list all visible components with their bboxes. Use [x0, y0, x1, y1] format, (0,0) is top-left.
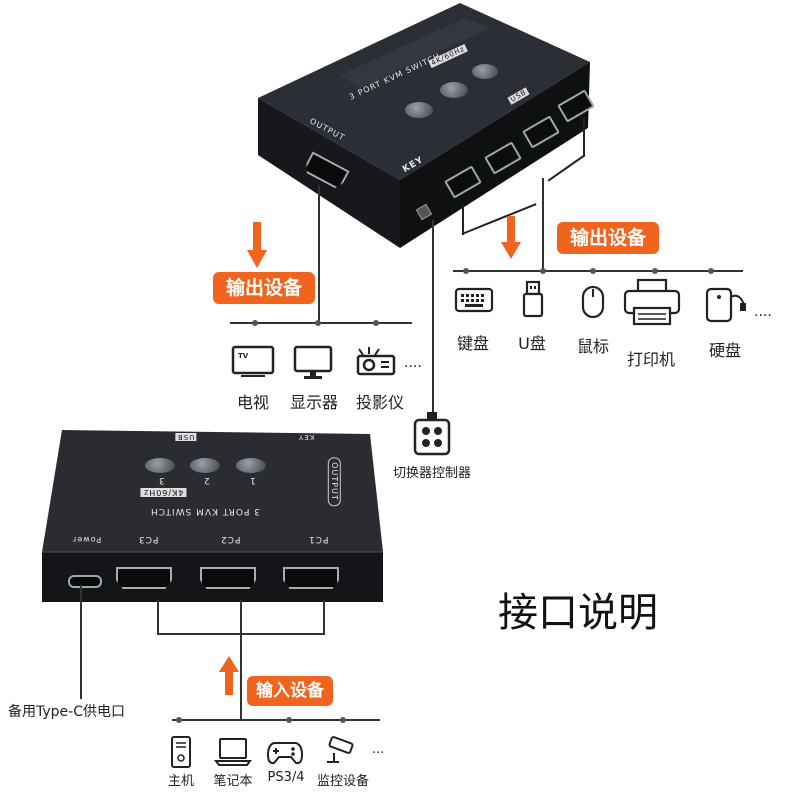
top-usb-bracket-left [462, 205, 464, 235]
bottom-title-label: 3 PORT KVM SWITCH [150, 506, 261, 516]
hard-drive-icon [705, 287, 746, 323]
bottom-usb-label: USB [175, 433, 197, 441]
top-button-1[interactable] [405, 102, 433, 118]
bottom-output-label: OUTPUT [327, 457, 341, 506]
projector-label: 投影仪 [355, 393, 404, 412]
laptop-icon [214, 738, 252, 766]
bottom-btn-num-2: 2 [203, 475, 210, 485]
input-bracket-right [323, 600, 325, 635]
bottom-hdmi-pc2 [200, 567, 256, 589]
usb-line-dot-5 [708, 268, 714, 274]
bottom-btn-num-3: 3 [158, 475, 165, 485]
pc-tower-icon [171, 736, 191, 768]
typec-power-label: 备用Type-C供电口 [8, 704, 125, 720]
usb-drive-label: U盘 [518, 334, 546, 353]
display-line-dot-3 [373, 320, 379, 326]
input-device-label: 输入设备 [247, 676, 333, 706]
orange-up-arrow [219, 656, 239, 695]
gamepad-label: PS3/4 [267, 770, 305, 785]
printer-icon [623, 278, 681, 326]
bottom-typec-port [68, 575, 102, 588]
bottom-pc3-label: PC3 [138, 534, 159, 544]
display-line-dot-2 [315, 320, 321, 326]
orange-down-arrow-left [247, 222, 267, 268]
typec-line [80, 585, 82, 699]
input-bracket-mid [240, 600, 242, 720]
bottom-pc1-label: PC1 [308, 534, 329, 544]
printer-label: 打印机 [626, 350, 675, 369]
usb-drive-icon [522, 280, 544, 318]
interface-description-title: 接口说明 [498, 590, 658, 636]
top-button-3[interactable] [472, 64, 498, 79]
input-line-dot-3 [340, 717, 346, 723]
bottom-pc2-label: PC2 [220, 534, 241, 544]
input-bracket-left [157, 600, 159, 635]
mouse-icon [581, 285, 605, 319]
orange-down-arrow-right [501, 216, 521, 259]
usb-line-dot-1 [463, 268, 469, 274]
input-line-dot-2 [286, 717, 292, 723]
bottom-4k-label: 4K/60Hz [140, 488, 187, 497]
display-devices-line [230, 322, 412, 324]
tv-icon: TV [231, 345, 275, 377]
display-line-dot-1 [252, 320, 258, 326]
hdmi-output-line [318, 185, 320, 323]
display-ellipsis: .... [404, 355, 422, 371]
bottom-button-1[interactable] [236, 458, 266, 473]
input-ellipsis: ... [372, 742, 385, 757]
usb-drop-line [542, 178, 544, 272]
usb-devices-line [453, 270, 743, 272]
keyboard-icon [454, 287, 494, 313]
bottom-hdmi-pc3 [116, 567, 172, 589]
input-line-dot-1 [176, 717, 182, 723]
top-usb-bracket-right [583, 117, 585, 155]
bottom-button-2[interactable] [190, 458, 220, 473]
laptop-label: 笔记本 [213, 774, 253, 789]
monitor-icon [293, 345, 333, 379]
gamepad-icon [266, 742, 304, 765]
tv-label: 电视 [236, 393, 269, 412]
bottom-button-3[interactable] [145, 458, 175, 473]
controller-icon [413, 412, 451, 456]
keyboard-label: 键盘 [456, 334, 489, 353]
mouse-label: 鼠标 [576, 337, 609, 356]
hard-drive-label: 硬盘 [708, 341, 741, 360]
usb-line-dot-2 [540, 268, 546, 274]
usb-line-dot-4 [652, 268, 658, 274]
monitor-label: 显示器 [289, 393, 338, 412]
bottom-btn-num-1: 1 [249, 475, 256, 485]
pc-tower-label: 主机 [167, 774, 194, 789]
usb-ellipsis: .... [754, 304, 772, 320]
bottom-power-label: Power [72, 535, 102, 544]
bottom-kvm-switch: 3 2 1 4K/60Hz 3 PORT KVM SWITCH OUTPUT U… [40, 430, 385, 605]
top-kvm-switch: 3 PORT KVM SWITCH 4K/60Hz OUTPUT KEY USB [250, 0, 600, 255]
bottom-hdmi-pc1 [283, 567, 339, 589]
usb-line-dot-3 [590, 268, 596, 274]
controller-label: 切换器控制器 [392, 466, 471, 481]
input-devices-line [172, 719, 380, 721]
output-device-label-left: 输出设备 [213, 272, 315, 304]
cctv-label: 监控设备 [316, 774, 369, 789]
cctv-icon [327, 736, 354, 763]
projector-icon [356, 347, 396, 376]
top-button-2[interactable] [440, 82, 468, 98]
output-device-label-right: 输出设备 [557, 222, 659, 254]
controller-cable [432, 220, 434, 415]
svg-text:TV: TV [238, 352, 249, 360]
bottom-key-label: KEY [298, 433, 315, 441]
input-bracket-bottom [157, 633, 325, 635]
